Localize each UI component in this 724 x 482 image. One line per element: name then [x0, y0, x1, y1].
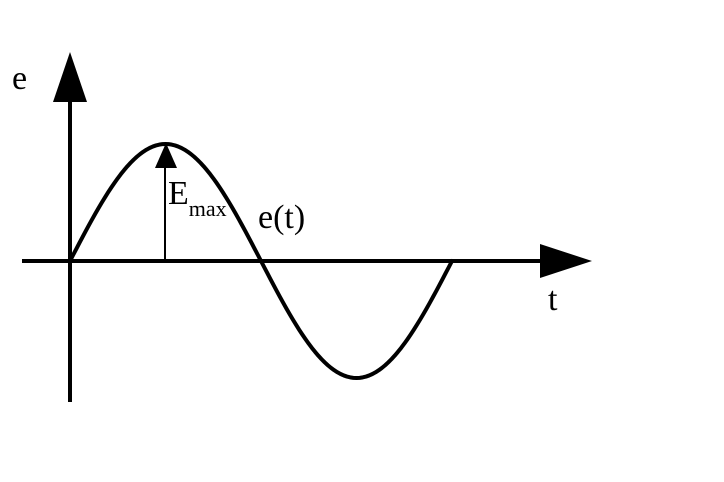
emax-label: Emax [168, 175, 227, 221]
t-axis-label: t [548, 281, 558, 318]
t-axis-arrowhead [540, 244, 592, 278]
emax-subscript: max [189, 196, 227, 221]
e-axis-label: e [12, 60, 27, 97]
e-axis-arrowhead [53, 52, 87, 102]
curve-label: e(t) [258, 199, 305, 236]
sine-curve [68, 142, 454, 380]
emax-symbol: E [168, 175, 189, 212]
emax-marker-arrowhead [155, 143, 177, 168]
